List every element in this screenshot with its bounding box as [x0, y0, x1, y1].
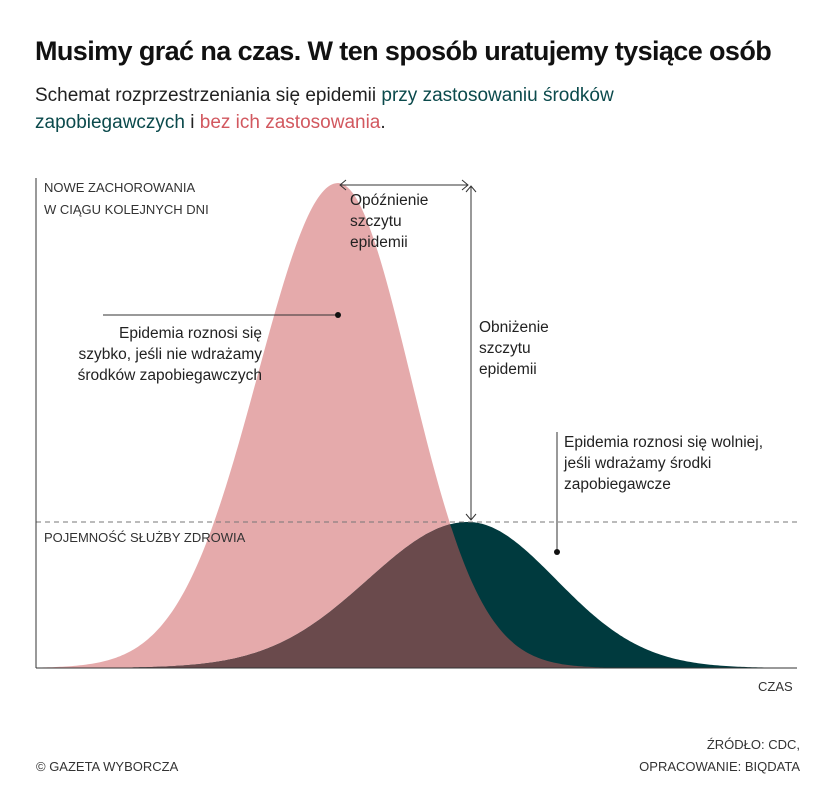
- subtitle-text: Schemat rozprzestrzeniania się epidemii: [35, 85, 382, 106]
- copyright: © GAZETA WYBORCZA: [36, 759, 179, 774]
- marker-slow: [554, 549, 560, 555]
- subtitle: Schemat rozprzestrzeniania się epidemii …: [35, 82, 735, 136]
- curve-no-measures: [36, 183, 797, 668]
- subtitle-without-measures: bez ich zastosowania: [199, 112, 381, 133]
- title: Musimy grać na czas. W ten sposób uratuj…: [35, 36, 772, 66]
- subtitle-with-measures: przy zastosowaniu środków zapobiegawczyc…: [35, 85, 614, 133]
- capacity-label: POJEMNOŚĆ SŁUŻBY ZDROWIA: [44, 530, 246, 545]
- lower-arrow: [465, 185, 477, 521]
- curve-overlap: [36, 524, 797, 668]
- x-axis-label: CZAS: [758, 679, 793, 694]
- annotation-slow: Epidemia roznosi się wolniej,jeśli wdraż…: [564, 434, 764, 493]
- subtitle-text: .: [380, 112, 386, 133]
- delay-arrow: [339, 179, 469, 191]
- source: ŹRÓDŁO: CDC,OPRACOWANIE: BIQDATA: [639, 737, 800, 774]
- subtitle-text: i: [184, 112, 200, 133]
- marker-fast: [335, 312, 341, 318]
